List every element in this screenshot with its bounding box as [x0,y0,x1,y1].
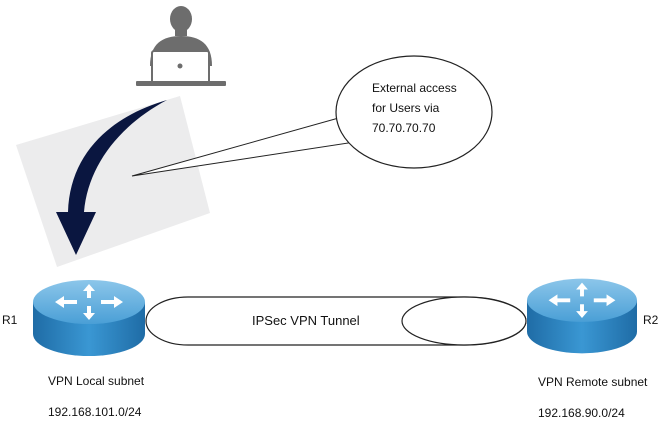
local-subnet-address: 192.168.101.0/24 [48,405,142,419]
callout-text: External access for Users via 70.70.70.7… [372,78,482,138]
vpn-tunnel [145,296,527,346]
user-laptop-icon [136,6,226,86]
callout-bubble [335,55,493,169]
curved-arrow-icon [56,100,167,255]
remote-subnet-title: VPN Remote subnet [538,375,648,389]
router-r1-label: R1 [2,313,18,327]
local-subnet-title: VPN Local subnet [48,374,145,388]
shadow-panel [16,96,210,267]
callout-line: for Users via [372,101,440,115]
router-icon [33,280,145,356]
router-r2-label: R2 [643,313,659,327]
remote-subnet-address: 192.168.90.0/24 [538,406,625,420]
callout-line: 70.70.70.70 [372,121,436,135]
callout-line: External access [372,81,457,95]
router-icon [527,278,637,354]
tunnel-label: IPSec VPN Tunnel [252,313,360,328]
